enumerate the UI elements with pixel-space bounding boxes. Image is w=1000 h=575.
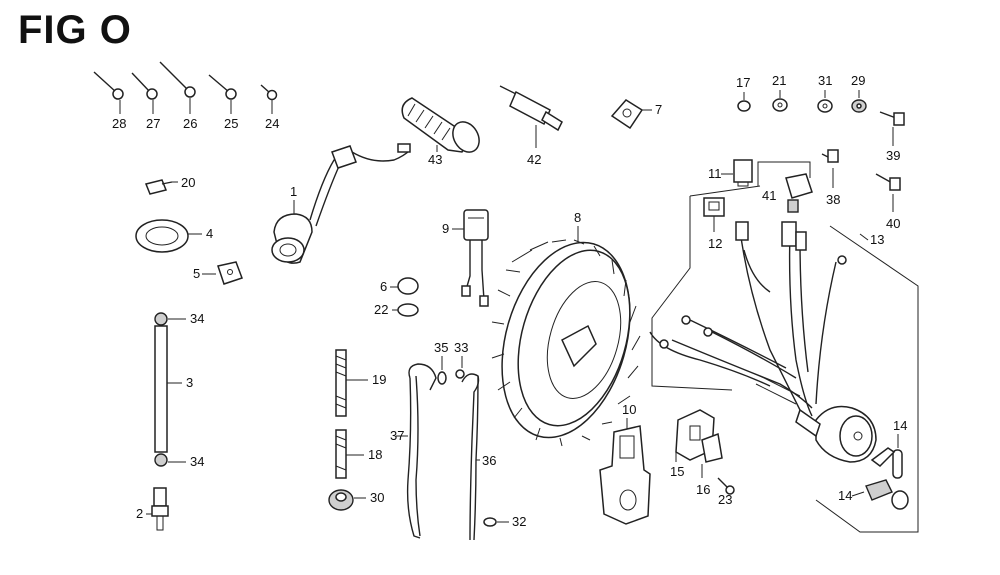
screw-25 xyxy=(208,74,237,114)
screw-26 xyxy=(159,61,196,114)
callout-25: 25 xyxy=(224,116,238,131)
callout-10: 10 xyxy=(622,402,636,417)
callout-6: 6 xyxy=(380,279,387,294)
callout-19: 19 xyxy=(372,372,386,387)
callout-27: 27 xyxy=(146,116,160,131)
key-14 xyxy=(870,447,903,479)
connector-12 xyxy=(703,197,725,232)
callout-5: 5 xyxy=(193,266,200,281)
bolt-20 xyxy=(144,179,178,195)
stud-18 xyxy=(335,429,364,479)
key-cover-14 xyxy=(865,479,909,510)
callout-26: 26 xyxy=(183,116,197,131)
callout-9: 9 xyxy=(442,221,449,236)
callout-36: 36 xyxy=(482,453,496,468)
callout-12: 12 xyxy=(708,236,722,251)
grip-43 xyxy=(401,97,480,153)
callout-34a: 34 xyxy=(190,311,204,326)
grommet-30 xyxy=(328,489,366,511)
seal-ring-4 xyxy=(135,219,202,253)
screw-28 xyxy=(93,71,124,114)
callout-11: 11 xyxy=(708,166,722,181)
callout-29: 29 xyxy=(851,73,865,88)
bolt-40 xyxy=(875,173,901,212)
callout-18: 18 xyxy=(368,447,382,462)
callout-15: 15 xyxy=(670,464,684,479)
washer-17 xyxy=(737,100,751,112)
nut-6 xyxy=(397,277,419,295)
callout-16: 16 xyxy=(696,482,710,497)
clip-32 xyxy=(483,517,509,527)
callout-32: 32 xyxy=(512,514,526,529)
plate-7 xyxy=(610,99,652,130)
connector-11 xyxy=(733,159,753,187)
clip-35 xyxy=(437,371,447,385)
screw-27 xyxy=(131,72,158,114)
screw-23 xyxy=(717,477,735,495)
ignition-switch xyxy=(795,405,877,463)
cable-37 xyxy=(396,363,437,539)
callout-23: 23 xyxy=(718,492,732,507)
fitting-42 xyxy=(499,85,563,148)
callout-43: 43 xyxy=(428,152,442,167)
washer-31 xyxy=(817,99,833,113)
callout-41: 41 xyxy=(762,188,776,203)
figure-title: FIG O xyxy=(18,8,132,52)
screw-16 xyxy=(701,432,723,478)
callout-24: 24 xyxy=(265,116,279,131)
callout-22: 22 xyxy=(374,302,388,317)
callout-42: 42 xyxy=(527,152,541,167)
cable-36 xyxy=(461,373,480,541)
callout-33: 33 xyxy=(454,340,468,355)
callout-40: 40 xyxy=(886,216,900,231)
callout-21: 21 xyxy=(772,73,786,88)
ignition-coil-1 xyxy=(271,143,411,264)
ignition-unit-9 xyxy=(461,209,489,307)
callout-7: 7 xyxy=(655,102,662,117)
spark-plug-2 xyxy=(146,487,169,531)
callout-30: 30 xyxy=(370,490,384,505)
callout-14b: 14 xyxy=(838,488,852,503)
callout-34b: 34 xyxy=(190,454,204,469)
callout-8: 8 xyxy=(574,210,581,225)
callout-28: 28 xyxy=(112,116,126,131)
callout-14a: 14 xyxy=(893,418,907,433)
connector-41 xyxy=(785,173,813,213)
callout-17: 17 xyxy=(736,75,750,90)
callout-4: 4 xyxy=(206,226,213,241)
rod-3 xyxy=(154,325,182,453)
flywheel-8 xyxy=(491,239,641,447)
wire-harness-13 xyxy=(649,185,919,533)
callout-37: 37 xyxy=(390,428,404,443)
callout-2: 2 xyxy=(136,506,143,521)
callout-20: 20 xyxy=(181,175,195,190)
nut-34-bottom xyxy=(154,453,168,467)
callout-1: 1 xyxy=(290,184,297,199)
bolt-38 xyxy=(821,149,839,188)
stud-19 xyxy=(335,349,368,417)
screw-24 xyxy=(260,84,278,114)
clip-33 xyxy=(455,369,465,379)
callout-3: 3 xyxy=(186,375,193,390)
shroud-10 xyxy=(599,425,651,525)
callout-38: 38 xyxy=(826,192,840,207)
washer-21 xyxy=(772,98,788,112)
clip-5 xyxy=(217,261,243,285)
callout-35: 35 xyxy=(434,340,448,355)
bolt-39 xyxy=(879,111,905,146)
callout-31: 31 xyxy=(818,73,832,88)
callout-13: 13 xyxy=(870,232,884,247)
callout-39: 39 xyxy=(886,148,900,163)
nut-34-top xyxy=(154,312,168,326)
washer-22 xyxy=(397,303,419,317)
